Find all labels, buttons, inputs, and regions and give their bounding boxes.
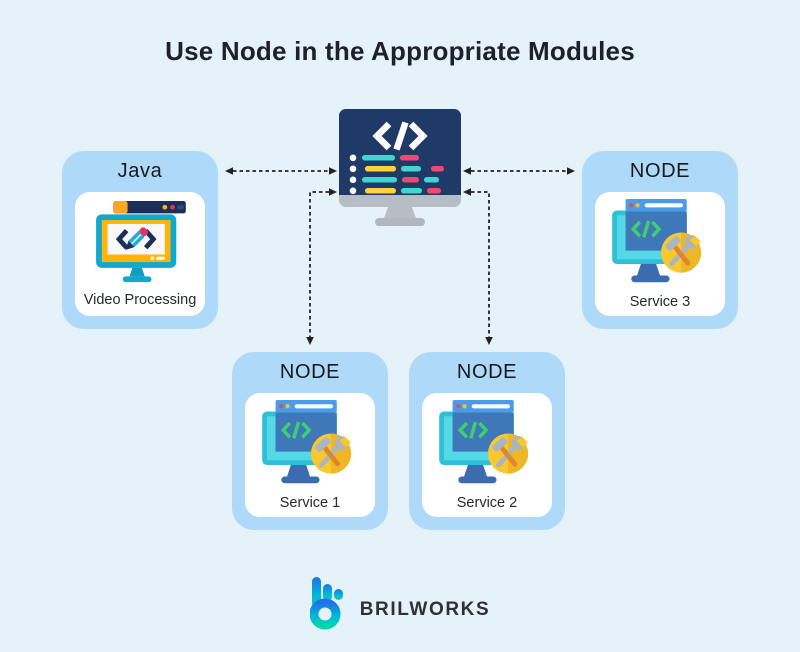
tools-badge [660, 231, 702, 273]
brand-name: BRILWORKS [359, 599, 491, 620]
module-inner-card: Service 1 [245, 393, 375, 517]
brilworks-b-icon [309, 577, 343, 630]
module-inner-card: Video Processing [75, 192, 205, 316]
module-card-node-service-1: NODE [232, 352, 388, 530]
diagram-title: Use Node in the Appropriate Modules [165, 36, 635, 66]
service-label: Service 3 [629, 293, 691, 310]
tools-badge [487, 432, 529, 474]
node-service-monitor-icon [612, 198, 702, 282]
node-service-monitor-icon [262, 399, 352, 483]
module-card-node-service-3: NODE [582, 151, 738, 329]
node-code-glyph [630, 220, 662, 238]
node-service-monitor-icon [439, 399, 529, 483]
module-title: Java [117, 160, 163, 182]
arrow-service-1 [309, 191, 329, 337]
module-card-node-service-2: NODE [409, 352, 565, 530]
module-title: NODE [456, 361, 518, 383]
code-monitor-icon [339, 109, 461, 226]
module-inner-card: Service 3 [595, 192, 725, 316]
tools-badge [310, 432, 352, 474]
service-label: Video Processing [83, 291, 197, 308]
service-label: Service 1 [279, 494, 341, 511]
module-title: NODE [629, 160, 691, 182]
video-processing-monitor-icon [96, 200, 186, 282]
module-card-java: Java [62, 151, 218, 329]
node-code-glyph [457, 421, 489, 439]
service-label: Service 2 [456, 494, 518, 511]
node-code-glyph [280, 421, 312, 439]
brand-logo: BRILWORKS [0, 576, 800, 630]
code-glyph [372, 121, 428, 151]
arrow-service-2 [471, 191, 490, 337]
module-inner-card: Service 2 [422, 393, 552, 517]
code-lines [349, 154, 444, 195]
module-title: NODE [279, 361, 341, 383]
